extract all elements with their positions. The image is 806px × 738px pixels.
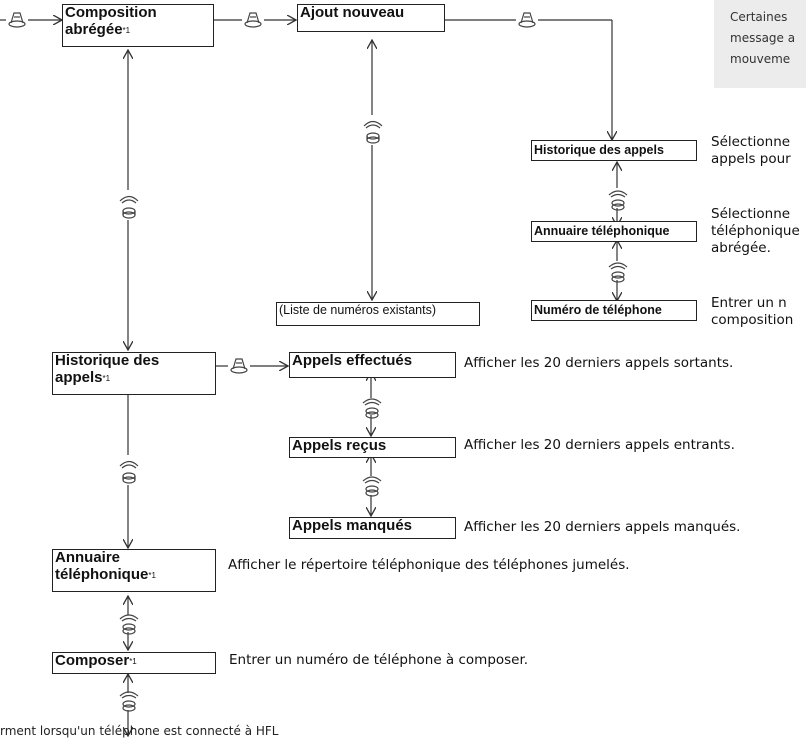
sub-call-history-desc: Sélectionne appels pour (711, 134, 791, 168)
rotate-knob-icon (608, 190, 628, 211)
desc-line: composition (711, 312, 794, 328)
desc-line: téléphonique (711, 223, 800, 239)
menu-item-existing-list[interactable]: (Liste de numéros existants) (276, 302, 480, 326)
sub-phonebook-desc: Sélectionne téléphonique abrégée. (711, 206, 800, 257)
dial-desc: Entrer un numéro de téléphone à composer… (229, 652, 529, 668)
speed-dial-label: Composition (65, 4, 157, 21)
desc-line: appels pour (711, 151, 791, 167)
sub-phone-number-label: Numéro de téléphone (534, 303, 662, 317)
rotate-knob-icon (119, 691, 139, 712)
received-calls-label: Appels reçus (292, 437, 387, 454)
rotate-knob-icon (119, 614, 139, 635)
phonebook-label: Annuaire (55, 549, 121, 566)
phonebook-desc: Afficher le répertoire téléphonique des … (228, 557, 630, 573)
sub-phonebook-label: Annuaire téléphonique (534, 224, 670, 238)
missed-calls-desc: Afficher les 20 derniers appels manqués. (464, 519, 741, 535)
received-calls-desc: Afficher les 20 derniers appels entrants… (464, 437, 735, 453)
footnote-mark: *1 (129, 657, 137, 666)
call-history-label-2: appels (55, 369, 103, 386)
dial-label: Composer (55, 652, 130, 669)
menu-item-received-calls[interactable]: Appels reçus (289, 437, 456, 458)
desc-line: abrégée. (711, 240, 771, 256)
menu-item-add-new[interactable]: Ajout nouveau (297, 4, 445, 32)
menu-item-dialed-calls[interactable]: Appels effectués (289, 352, 456, 378)
sub-phone-number-desc: Entrer un n composition (711, 295, 793, 329)
menu-item-dial[interactable]: Composer*1 (52, 652, 216, 674)
desc-line: Sélectionne (711, 206, 791, 222)
rotate-knob-icon (119, 195, 139, 219)
rotate-knob-icon (363, 120, 383, 144)
rotate-knob-icon (119, 460, 139, 484)
dial-title: Composer*1 (55, 652, 137, 669)
desc-line: Sélectionne (711, 134, 791, 150)
submenu-item-phone-number[interactable]: Numéro de téléphone (531, 300, 697, 321)
footnote-text: rment lorsqu'un téléphone est connecté à… (0, 724, 279, 738)
note-line-1: Certaines (730, 10, 788, 24)
sub-call-history-label: Historique des appels (534, 143, 664, 157)
note-line-2: message a (730, 31, 796, 45)
submenu-item-call-history[interactable]: Historique des appels (531, 140, 697, 161)
phonebook-label-2: téléphonique (55, 566, 149, 583)
dialed-calls-desc: Afficher les 20 derniers appels sortants… (464, 355, 734, 371)
note-line-3: mouveme (730, 52, 791, 66)
footnote-mark: *1 (102, 374, 111, 383)
missed-calls-label: Appels manqués (292, 517, 413, 534)
select-knob-icon (244, 12, 262, 28)
rotate-knob-icon (362, 476, 382, 497)
footnote-mark: *1 (148, 571, 156, 580)
existing-list-label: (Liste de numéros existants) (279, 303, 437, 317)
dialed-calls-label: Appels effectués (292, 352, 413, 369)
select-knob-icon (230, 358, 248, 374)
speed-dial-label-2: abrégée (65, 21, 123, 38)
select-knob-icon (518, 12, 536, 28)
rotate-knob-icon (362, 398, 382, 419)
info-note: Certaines message a mouveme (714, 0, 806, 88)
menu-item-missed-calls[interactable]: Appels manqués (289, 517, 456, 539)
add-new-label: Ajout nouveau (300, 4, 405, 21)
footnote-mark: *1 (122, 26, 131, 35)
desc-line: Entrer un n (711, 295, 787, 311)
submenu-item-phonebook[interactable]: Annuaire téléphonique (531, 221, 697, 242)
rotate-knob-icon (608, 262, 628, 283)
call-history-label: Historique des (55, 352, 160, 369)
select-knob-icon (8, 12, 26, 28)
